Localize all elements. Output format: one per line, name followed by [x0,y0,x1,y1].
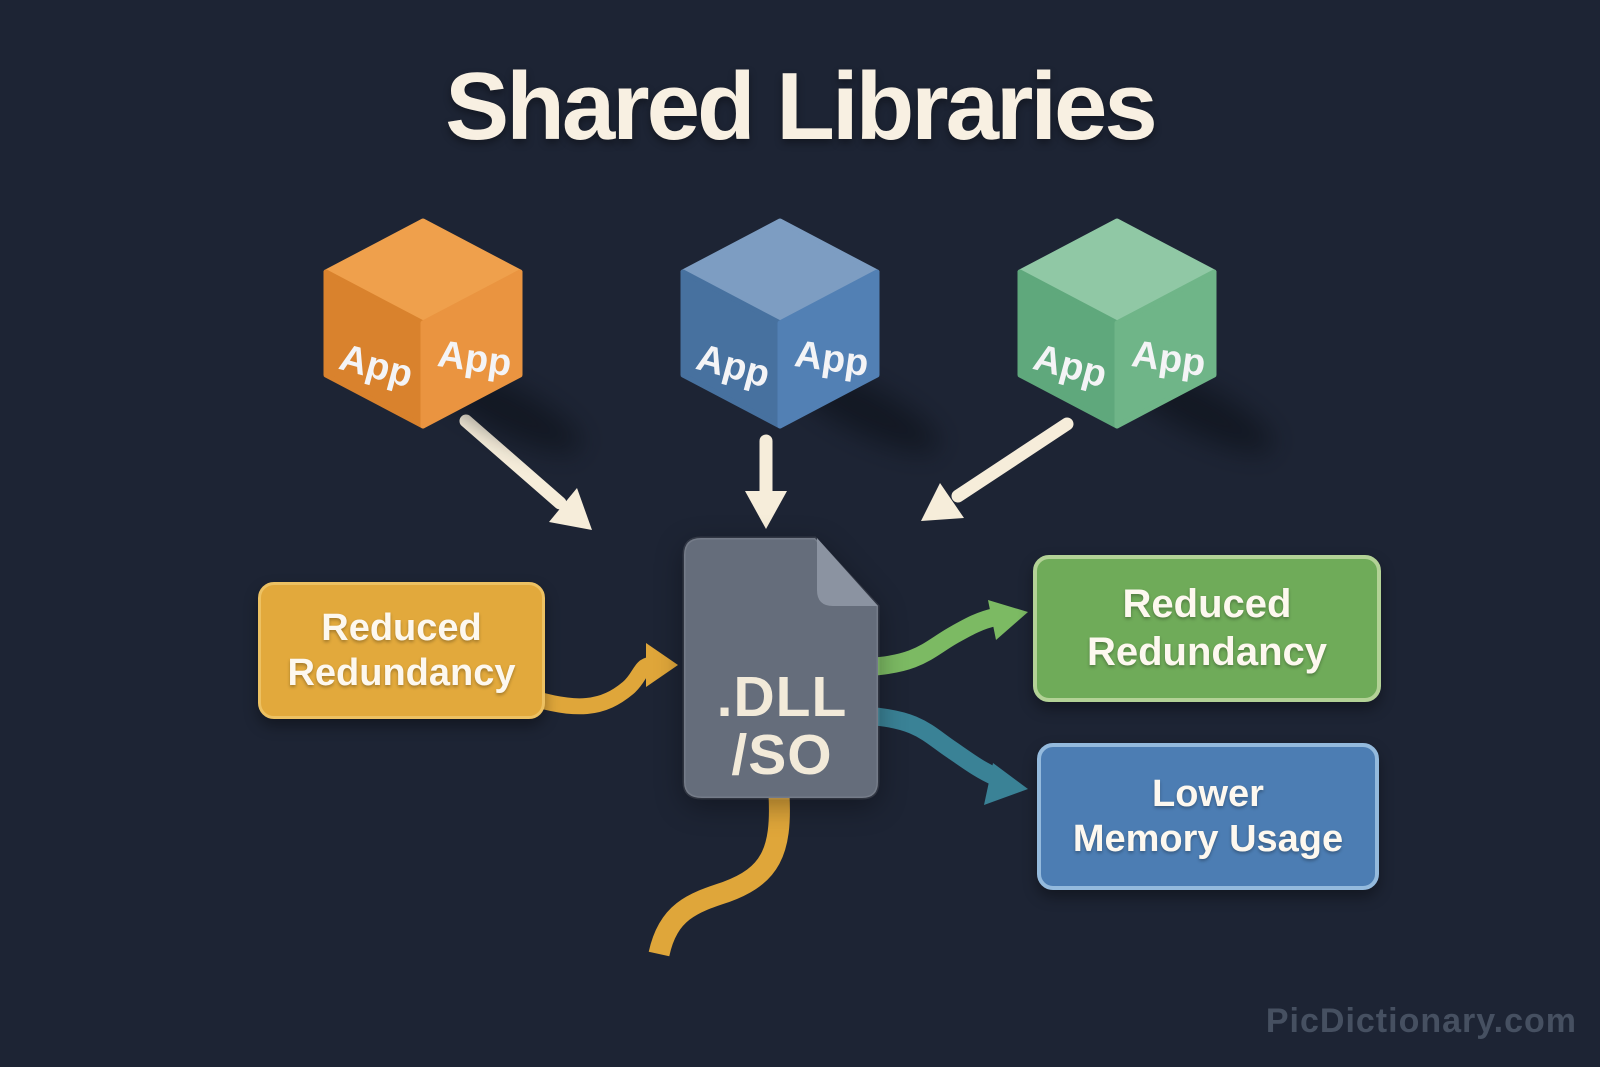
library-file-icon: .DLL /SO [682,536,880,800]
benefit-box-lower-memory-usage: Lower Memory Usage [1037,743,1379,890]
arrow-teal-head [984,763,1028,805]
benefit-text-line: Reduced [321,606,482,649]
benefit-text-line: Reduced [1122,582,1292,627]
arrow-green-head [988,600,1028,640]
arrow-library-to-blue-benefit [867,707,1000,786]
app-cube-green: App App [1017,218,1217,429]
page-title: Shared Libraries [445,53,1158,160]
app-cube-orange: App App [323,218,523,429]
file-label-line1: .DLL [717,665,848,729]
app-label: App [1129,333,1208,385]
benefit-box-reduced-redundancy-right: Reduced Redundancy [1033,555,1381,702]
gold-squiggle-line [648,794,790,957]
watermark: PicDictionary.com [1265,1002,1577,1040]
benefit-text-line: Redundancy [287,651,516,694]
cube-right-face [1114,269,1217,429]
file-label-line2: /SO [731,723,832,787]
benefit-text-line: Lower [1152,772,1264,815]
benefit-box-reduced-redundancy-left: Reduced Redundancy [258,582,545,719]
arrow-app3-to-library [951,417,1074,503]
arrow-app1-head [549,488,592,530]
benefit-text-line: Redundancy [1086,629,1328,674]
benefit-text-line: Memory Usage [1072,817,1344,860]
arrow-library-to-green-benefit [867,608,998,676]
arrow-app2-head [745,491,787,529]
app-label: App [792,333,871,385]
cube-right-face [777,269,880,429]
arrow-app3-head [921,483,964,521]
cube-right-face [420,269,523,429]
app-cube-blue: App App [680,218,880,429]
app-label: App [435,333,514,385]
arrow-gold-head [646,643,678,687]
file-fold-corner [817,538,878,606]
